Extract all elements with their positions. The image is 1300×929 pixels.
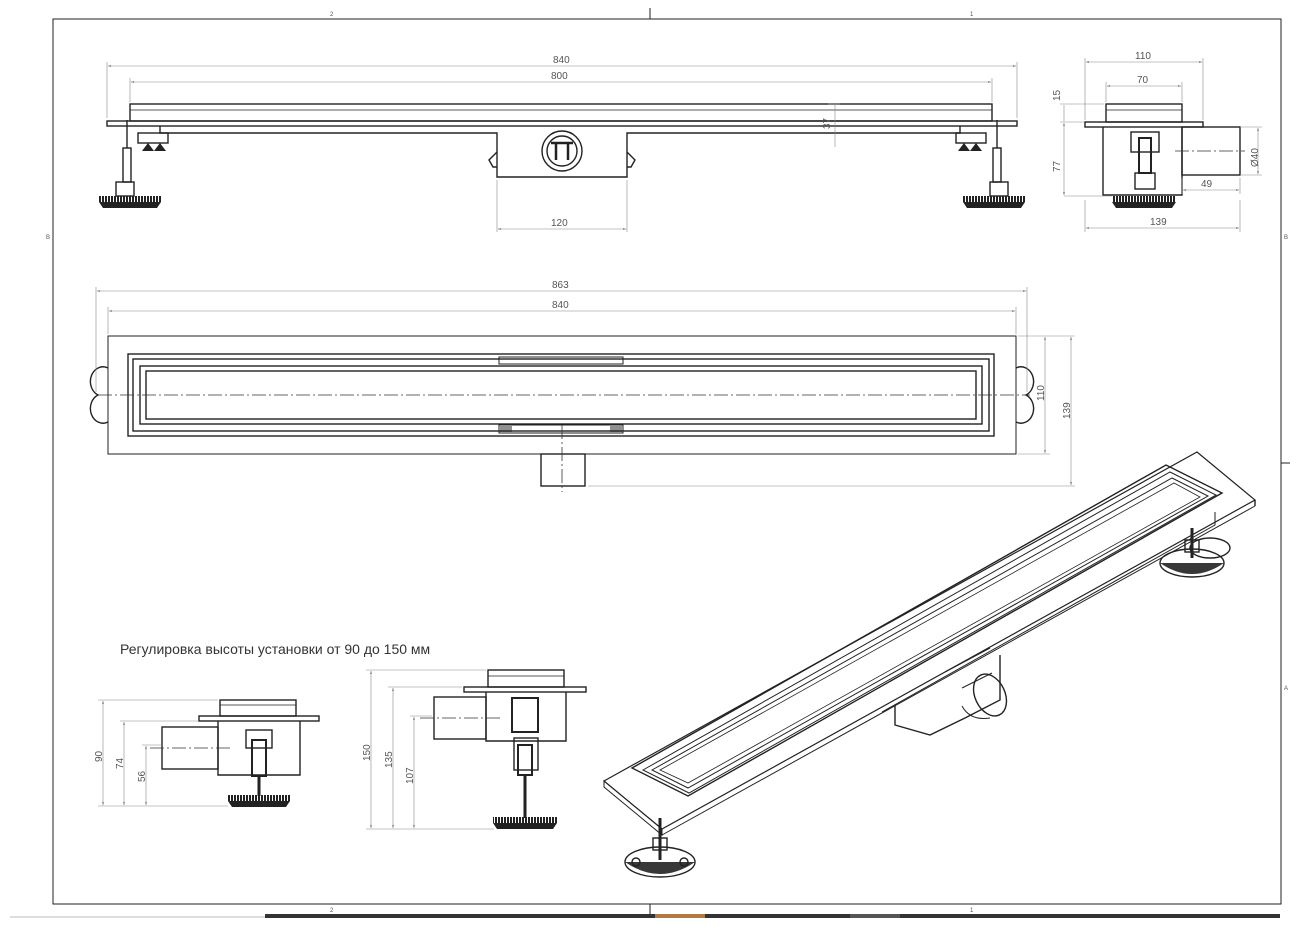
detail-min-height: 90 74 56	[94, 699, 320, 807]
zone-mark-right-b: B	[1284, 235, 1288, 241]
height-adjustment-caption: Регулировка высоты установки от 90 до 15…	[120, 641, 430, 657]
plan-view: 863 840 110 139	[89, 280, 1075, 492]
zone-mark-bottom-right: 1	[970, 908, 974, 914]
zone-mark-bottom-left: 2	[330, 908, 334, 914]
isometric-view	[602, 451, 1257, 878]
detail-max-dim-mid: 135	[384, 751, 395, 768]
front-view: 840 800 37 120	[99, 55, 1025, 232]
side-dim-flange: 15	[1052, 89, 1063, 101]
zone-mark-top-left: 2	[330, 12, 334, 18]
detail-min-dim-total: 90	[94, 750, 105, 762]
zone-mark-top-right: 1	[970, 12, 974, 18]
drawing-frame: 2 1 2 1 B B A	[10, 8, 1290, 918]
detail-max-height: 150 135 107	[362, 669, 587, 830]
front-dim-overall: 840	[553, 55, 570, 66]
side-dim-grate-width: 70	[1137, 75, 1149, 86]
plan-dim-body: 840	[552, 300, 569, 311]
plan-dim-overall-width: 139	[1062, 402, 1073, 419]
front-dim-outlet-box: 120	[551, 218, 568, 229]
side-dim-height: 77	[1052, 160, 1063, 172]
detail-max-dim-low: 107	[405, 767, 416, 784]
side-dim-outlet-diameter: Ø40	[1250, 148, 1261, 167]
plan-dim-overall: 863	[552, 280, 569, 291]
zone-mark-left: B	[46, 235, 50, 241]
plan-dim-inner-width: 110	[1036, 385, 1047, 401]
side-dim-outlet-length: 49	[1201, 179, 1213, 190]
detail-max-dim-total: 150	[362, 744, 373, 761]
side-dim-body-width: 110	[1135, 51, 1151, 62]
front-dim-grate: 800	[551, 71, 568, 82]
detail-min-dim-low: 56	[137, 770, 148, 782]
side-dim-overall-width: 139	[1150, 217, 1167, 228]
zone-mark-right-a: A	[1284, 686, 1288, 692]
front-dim-height: 37	[822, 117, 833, 129]
detail-min-dim-mid: 74	[115, 757, 126, 769]
side-view: 110 70 15 77 Ø40 49 139	[1052, 51, 1262, 232]
